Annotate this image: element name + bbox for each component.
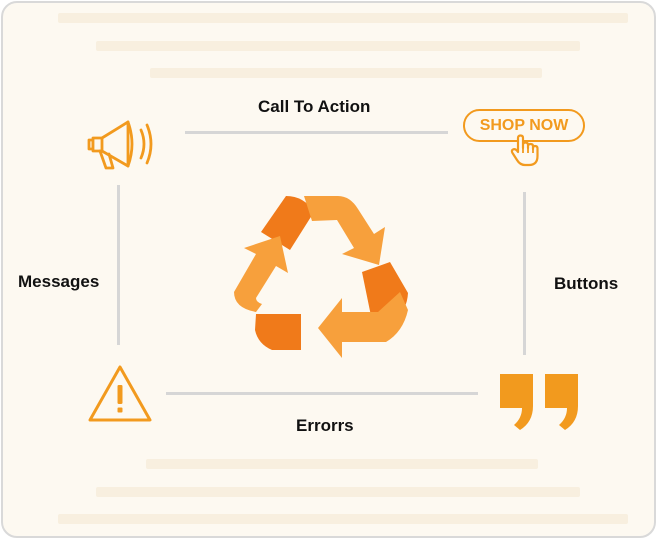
- shop-now-button[interactable]: SHOP NOW: [463, 109, 585, 142]
- call-to-action-label: Call To Action: [258, 97, 371, 116]
- connector-right: [523, 192, 526, 355]
- quotation-marks-icon: [500, 374, 578, 430]
- placeholder-stripe-bottom-3: [58, 514, 628, 524]
- hand-cursor-icon: [510, 134, 539, 167]
- placeholder-stripe-top-3: [150, 68, 542, 78]
- placeholder-stripe-top-1: [58, 13, 628, 23]
- buttons-label: Buttons: [554, 274, 619, 293]
- messages-label: Messages: [18, 272, 100, 291]
- connector-left: [117, 185, 120, 345]
- placeholder-stripe-bottom-1: [146, 459, 538, 469]
- connector-bottom: [166, 392, 478, 395]
- placeholder-stripe-bottom-2: [96, 487, 580, 497]
- recycle-icon: [234, 196, 408, 358]
- connector-top: [185, 131, 448, 134]
- warning-triangle-icon: [88, 365, 152, 422]
- megaphone-icon: [87, 120, 153, 170]
- placeholder-stripe-top-2: [96, 41, 580, 51]
- errors-label: Errorrs: [296, 416, 354, 435]
